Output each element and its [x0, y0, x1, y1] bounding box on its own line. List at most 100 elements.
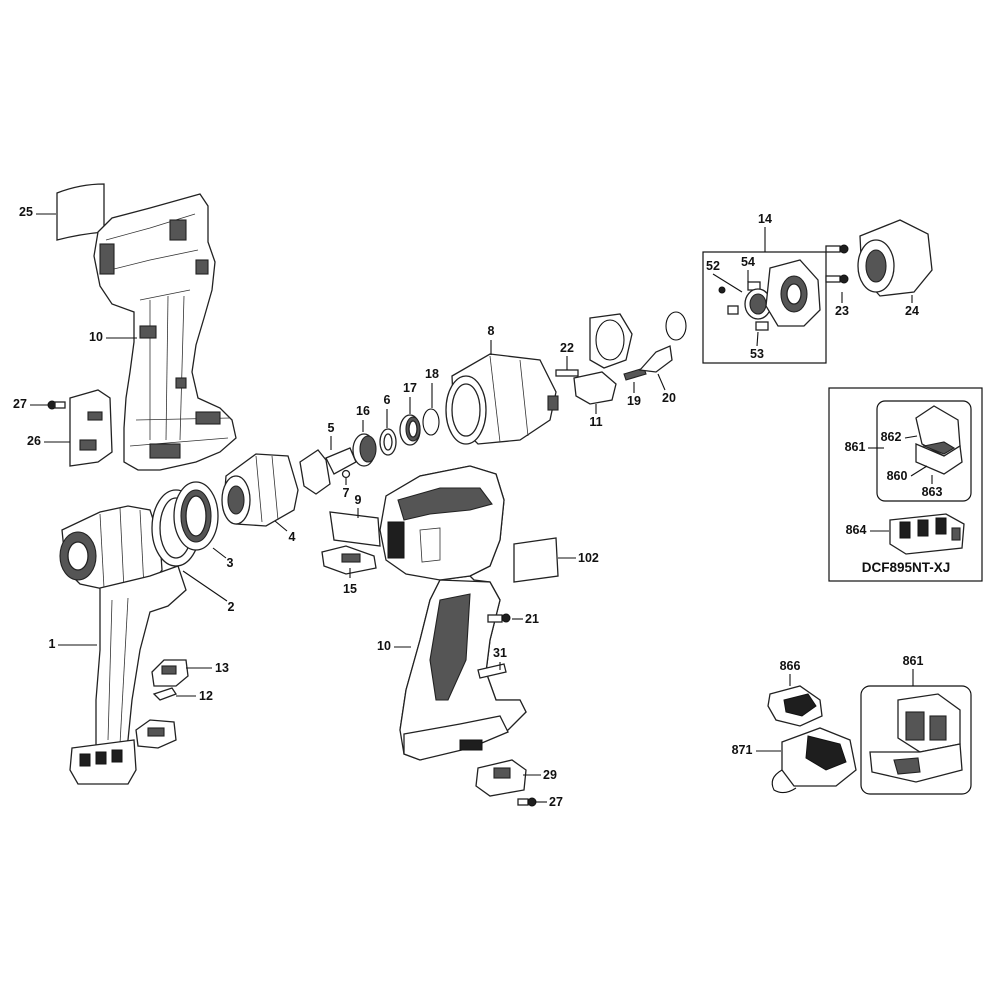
- part-27-screw-top: [47, 400, 66, 410]
- callout-c3: 3: [212, 547, 234, 570]
- callout-c52: 52: [706, 259, 743, 293]
- case-860-frame: [876, 400, 972, 502]
- callout-c19: 19: [627, 382, 641, 408]
- part-number-label: 10: [377, 639, 391, 653]
- part-number-label: 4: [289, 530, 296, 544]
- callout-c27b: 27: [535, 795, 563, 809]
- part-number-label: 26: [27, 434, 41, 448]
- model-number-label: DCF895NT-XJ: [862, 560, 951, 575]
- part-number-label: 8: [488, 324, 495, 338]
- part-29-latch: [475, 759, 527, 797]
- callout-c22: 22: [560, 341, 574, 370]
- part-21-screw: [487, 613, 511, 623]
- part-20-led-ring: [638, 311, 687, 373]
- part-866-battery: [767, 685, 823, 727]
- part-4-gearbox: [221, 453, 299, 527]
- part-11-led-bracket: [573, 313, 633, 405]
- callout-c12: 12: [176, 689, 213, 703]
- part-number-label: 9: [355, 493, 362, 507]
- part-number-label: 19: [627, 394, 641, 408]
- part-number-label: 862: [881, 430, 902, 444]
- callout-c862: 862: [881, 430, 918, 444]
- part-18-retaining-ring: [422, 408, 440, 436]
- part-17-bushing: [399, 414, 421, 446]
- part-14-collar-assembly: [718, 259, 821, 331]
- part-9-label: [329, 511, 381, 547]
- part-861-case-frame: [860, 685, 972, 795]
- part-31-strip: [477, 663, 507, 679]
- part-10-housing-half-left: [93, 193, 237, 471]
- callout-c20: 20: [657, 373, 676, 405]
- callout-c5: 5: [328, 421, 335, 450]
- callout-c866: 866: [780, 659, 801, 686]
- part-16-spring: [352, 433, 377, 467]
- part-number-label: 3: [227, 556, 234, 570]
- callout-c23: 23: [835, 292, 849, 318]
- part-number-label: 10: [89, 330, 103, 344]
- part-number-label: 53: [750, 347, 764, 361]
- callout-c6: 6: [384, 393, 391, 428]
- callout-c4: 4: [274, 520, 296, 544]
- callout-c14: 14: [758, 212, 772, 252]
- part-1-motor-assembly: [59, 505, 187, 785]
- callout-c54: 54: [741, 255, 755, 282]
- callout-c18: 18: [425, 367, 439, 408]
- callout-c863: 863: [922, 475, 942, 499]
- callout-c21: 21: [512, 612, 539, 626]
- part-number-label: 861: [845, 440, 866, 454]
- part-number-label: 23: [835, 304, 849, 318]
- part-number-label: 21: [525, 612, 539, 626]
- callout-c871: 871: [732, 743, 781, 757]
- callout-c864: 864: [846, 523, 889, 537]
- callout-c9: 9: [355, 493, 362, 518]
- part-23-screws: [825, 244, 849, 284]
- leader-line: [756, 331, 759, 347]
- callout-c861a: 861: [845, 440, 884, 454]
- part-number-label: 864: [846, 523, 867, 537]
- part-number-label: 14: [758, 212, 772, 226]
- callout-c11: 11: [589, 404, 603, 429]
- part-number-label: 52: [706, 259, 720, 273]
- part-small-bracket: [135, 719, 177, 749]
- callout-c7: 7: [343, 478, 350, 500]
- callout-c1: 1: [49, 637, 97, 651]
- callout-c26: 26: [27, 434, 70, 448]
- part-number-label: 5: [328, 421, 335, 435]
- callout-c15: 15: [343, 568, 357, 596]
- part-number-label: 866: [780, 659, 801, 673]
- part-number-label: 17: [403, 381, 417, 395]
- callout-c17: 17: [403, 381, 417, 414]
- part-15-cover: [321, 545, 377, 575]
- part-7-ball: [341, 469, 351, 479]
- part-19-spring-wire: [623, 367, 647, 381]
- callout-c29: 29: [523, 768, 557, 782]
- part-13-switch-cover: [151, 659, 189, 687]
- leader-line: [904, 435, 918, 439]
- leader-line: [212, 547, 227, 559]
- part-number-label: 1: [49, 637, 56, 651]
- part-number-label: 11: [589, 415, 602, 429]
- leader-line: [712, 273, 743, 293]
- callout-c10b: 10: [377, 639, 411, 653]
- part-number-label: 15: [343, 582, 357, 596]
- callout-c31: 31: [493, 646, 507, 670]
- kit-box: [828, 387, 983, 582]
- part-3-ring-gear: [173, 481, 219, 551]
- part-860-case: [915, 405, 963, 475]
- part-number-label: 25: [19, 205, 33, 219]
- callout-c10a: 10: [89, 330, 137, 344]
- part-number-label: 7: [343, 486, 350, 500]
- callout-c8: 8: [488, 324, 495, 355]
- part-12-strip: [152, 687, 177, 701]
- part-number-label: 29: [543, 768, 557, 782]
- part-number-label: 6: [384, 393, 391, 407]
- part-6-washer: [379, 428, 397, 456]
- callout-c16: 16: [356, 404, 370, 432]
- part-number-label: 31: [493, 646, 507, 660]
- part-number-label: 13: [215, 661, 229, 675]
- leader-line: [910, 465, 928, 477]
- leader-line: [657, 373, 666, 391]
- part-864-insert: [889, 513, 965, 555]
